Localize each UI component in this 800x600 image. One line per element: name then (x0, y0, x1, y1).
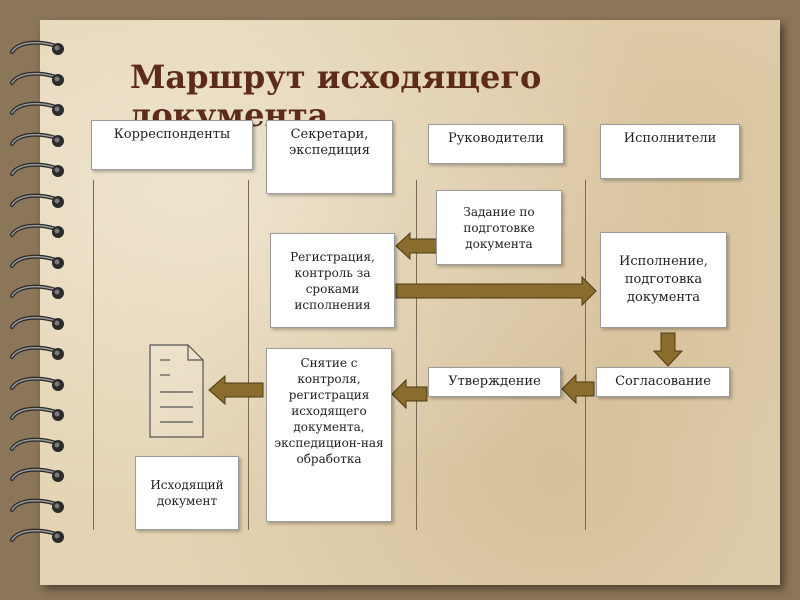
step-outgoing-document: Исходящий документ (135, 456, 239, 530)
step-deregistration: Снятие с контроля, регистрация исходящег… (266, 348, 392, 522)
lane-line (93, 180, 94, 530)
lane-header-correspondents: Корреспонденты (91, 120, 253, 170)
arrow-left (395, 231, 438, 261)
binding-ring (10, 193, 64, 208)
arrow-down (652, 332, 684, 367)
lane-header-executors: Исполнители (600, 124, 740, 179)
arrow-left (561, 373, 595, 405)
binding-ring (10, 498, 64, 513)
step-execution: Исполнение, подготовка документа (600, 232, 727, 328)
lane-line (248, 180, 249, 530)
step-approval: Утверждение (428, 367, 561, 397)
binding-ring (10, 467, 64, 482)
arrow-right (395, 275, 597, 307)
binding-ring (10, 437, 64, 452)
lane-header-managers: Руководители (428, 124, 564, 164)
binding-ring (10, 528, 64, 543)
binding-ring (10, 101, 64, 116)
step-agreement: Согласование (596, 367, 730, 397)
binding-ring (10, 40, 64, 55)
arrow-left (391, 378, 428, 410)
binding-ring (10, 71, 64, 86)
binding-ring (10, 376, 64, 391)
binding-ring (10, 284, 64, 299)
binding-ring (10, 132, 64, 147)
arrow-left (208, 374, 264, 406)
lane-header-secretaries: Секретари, экспедиция (266, 120, 393, 194)
lane-line (585, 180, 586, 530)
binding-ring (10, 406, 64, 421)
binding-ring (10, 345, 64, 360)
step-assignment: Задание по подготовке документа (436, 190, 562, 265)
step-registration: Регистрация, контроль за сроками исполне… (270, 233, 395, 328)
binding-ring (10, 162, 64, 177)
binding-ring (10, 254, 64, 269)
binding-ring (10, 223, 64, 238)
lane-line (416, 180, 417, 530)
binding-ring (10, 315, 64, 330)
